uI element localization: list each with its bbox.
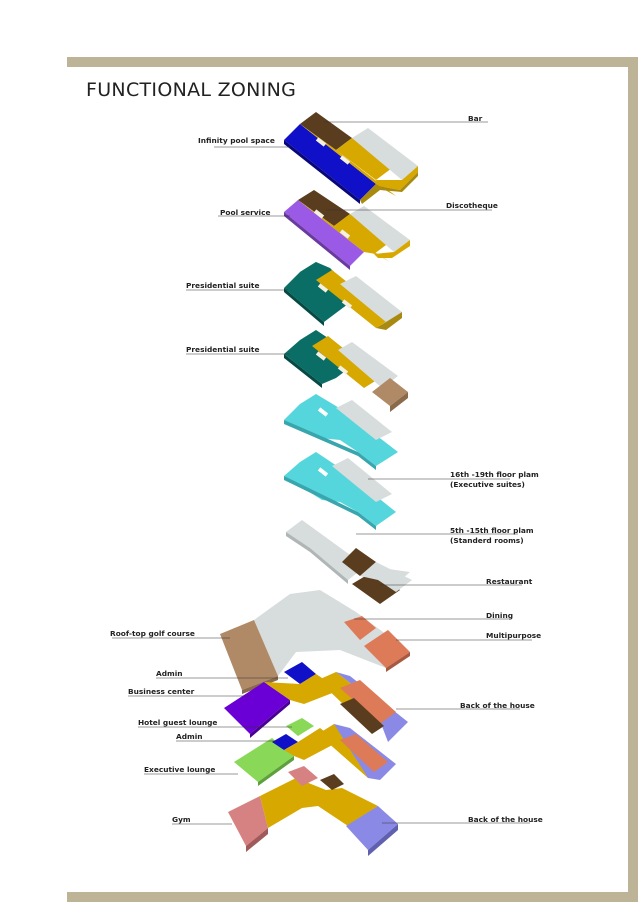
label-hotel-guest-lounge: Hotel guest lounge (138, 718, 217, 727)
bar-block (300, 112, 352, 150)
label-pool-service: Pool service (220, 208, 270, 217)
gym-block (228, 796, 268, 846)
label-presidential-suite-2: Presidential suite (186, 345, 259, 354)
hotel-guest-lounge-block (286, 718, 314, 736)
business-center-block (224, 682, 290, 734)
label-floor-16-19: 16th -19th floor plam (450, 470, 539, 479)
page-title: FUNCTIONAL ZONING (86, 79, 297, 101)
label-floor-16-19-sub: (Executive suites) (450, 480, 525, 489)
gold-floor-gym (260, 778, 378, 828)
label-back-of-house-1: Back of the house (460, 701, 535, 710)
layer-presidential-1 (284, 262, 402, 330)
multipurpose-block (364, 630, 410, 668)
layer-business (224, 662, 408, 742)
back-of-house-block-2 (346, 806, 398, 850)
label-back-of-house-2: Back of the house (468, 815, 543, 824)
label-rooftop-golf: Roof-top golf course (110, 629, 195, 638)
label-floor-5-15-sub: (Standerd rooms) (450, 536, 524, 545)
label-gym: Gym (172, 815, 191, 824)
layer-presidential-2 (284, 330, 408, 412)
executive-lounge-block (234, 738, 294, 782)
cyan-floor-2 (284, 452, 396, 526)
golf-grey-area (254, 590, 410, 676)
golf-tan-block (220, 620, 278, 690)
frame-right-border (628, 57, 638, 902)
label-business-center: Business center (128, 687, 195, 696)
presidential-block-1 (284, 262, 356, 322)
layer-cyan-2 (284, 452, 396, 530)
frame-bottom-border (67, 892, 638, 902)
grey-block (352, 128, 418, 180)
leader-lines (112, 121, 532, 825)
dining-block (344, 616, 376, 640)
frame-top-border (67, 57, 638, 67)
pool-block (284, 124, 376, 200)
layer-lounge (234, 718, 396, 786)
restaurant-block (342, 548, 376, 576)
label-admin-1: Admin (156, 669, 183, 678)
label-admin-2: Admin (176, 732, 203, 741)
label-executive-lounge: Executive lounge (144, 765, 215, 774)
label-restaurant: Restaurant (486, 577, 533, 586)
discotheque-block (298, 190, 350, 226)
admin-block-2 (272, 734, 298, 750)
cyan-floor-1 (284, 394, 398, 466)
layer-cyan-1 (284, 394, 398, 470)
label-presidential-suite-1: Presidential suite (186, 281, 259, 290)
back-of-house-block-1 (336, 672, 408, 742)
label-floor-5-15: 5th -15th floor plam (450, 526, 534, 535)
pool-service-block (284, 200, 364, 266)
layer-restaurant (342, 548, 412, 604)
layer-pool-service (284, 190, 410, 270)
layer-gym (228, 766, 398, 856)
admin-block-1 (284, 662, 316, 684)
label-discotheque: Discotheque (446, 201, 498, 210)
label-dining: Dining (486, 611, 513, 620)
label-bar: Bar (468, 114, 483, 123)
layer-roof-pool (284, 112, 418, 204)
label-infinity-pool: Infinity pool space (198, 136, 275, 145)
label-multipurpose: Multipurpose (486, 631, 541, 640)
